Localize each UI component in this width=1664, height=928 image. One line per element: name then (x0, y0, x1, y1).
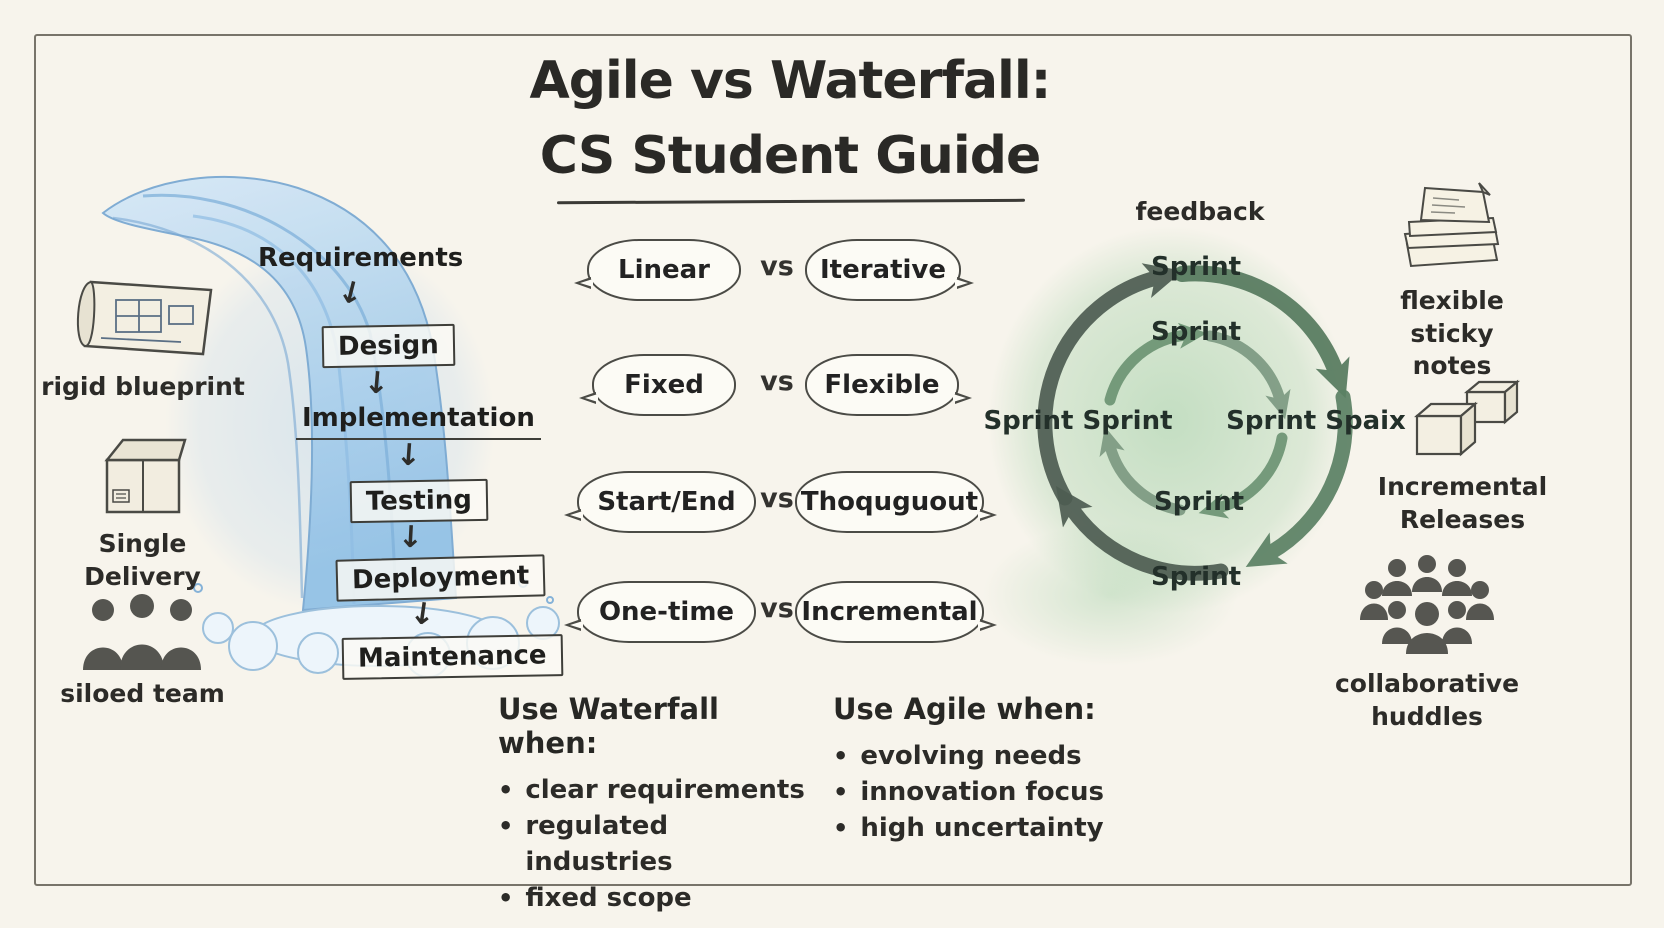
sprint-label-inner-bottom: Sprint (1153, 487, 1245, 517)
package-label: Single Delivery (84, 529, 201, 591)
stage-deployment: Deployment (335, 554, 546, 602)
bubble-start-end: Start/End (564, 471, 756, 533)
flow-arrow-icon: ↓ (394, 437, 423, 474)
bubble-throughout: Thoquguout (795, 471, 997, 533)
agile-icon-huddle: collaborative huddles (1335, 552, 1519, 733)
huddle-label: collaborative huddles (1334, 669, 1520, 731)
bubble-text: Flexible (824, 370, 940, 400)
list-item-text: fixed scope (525, 883, 692, 913)
agile-icon-sticky-notes: flexible sticky notes (1372, 182, 1532, 383)
stage-testing: Testing (349, 478, 489, 524)
blueprint-icon (76, 280, 212, 356)
stage-requirements: Requirements (258, 243, 464, 273)
stage-maintenance: Maintenance (341, 634, 563, 680)
list-item: • clear requirements (498, 772, 808, 808)
feedback-label: feedback (1135, 197, 1265, 226)
bullet-icon: • (498, 776, 514, 804)
sprint-label-inner-top: Sprint (1150, 317, 1242, 347)
bubble-linear: Linear (574, 239, 741, 301)
list-item-text: evolving needs (860, 741, 1082, 771)
sprint-label-bottom: Sprint (1150, 562, 1242, 592)
stage-design: Design (321, 323, 456, 369)
agile-cycle-illustration (1037, 263, 1353, 581)
bubble-text: Fixed (624, 370, 704, 400)
vs-label: vs (760, 483, 794, 514)
vs-label: vs (760, 593, 794, 624)
title-line-2: CS Student Guide (539, 126, 1042, 187)
list-item: • innovation focus (833, 774, 1133, 810)
list-item: • fixed scope (498, 880, 808, 916)
agile-when-heading: Use Agile when: (833, 692, 1096, 726)
waterfall-icon-blueprint: rigid blueprint (38, 268, 248, 404)
flow-arrow-icon: ↓ (397, 519, 425, 556)
bubble-text: Incremental (801, 597, 978, 627)
bubble-text: Linear (618, 255, 710, 285)
bubble-text: Iterative (819, 255, 947, 285)
vs-label: vs (760, 366, 794, 397)
list-item-text: regulated industries (525, 811, 673, 877)
bubble-incremental: Incremental (795, 581, 997, 643)
bubble-text: Start/End (597, 487, 736, 517)
sprint-label-left-pair: Sprint Sprint (983, 406, 1173, 436)
list-item-text: high uncertainty (860, 813, 1104, 843)
title-line-1: Agile vs Waterfall: (529, 51, 1052, 111)
bullet-icon: • (498, 884, 514, 912)
bullet-icon: • (833, 778, 849, 806)
vs-label: vs (760, 251, 794, 282)
sprint-label-top: Sprint (1150, 252, 1242, 282)
waterfall-icon-package: Single Delivery (55, 428, 230, 593)
list-item: • high uncertainty (833, 810, 1133, 846)
sprint-label-right-pair: Sprint Spaix (1226, 406, 1406, 436)
waterfall-when-list: Use Waterfall when: • clear requirements… (498, 692, 808, 916)
title-underline (556, 198, 1026, 205)
team-icon (83, 594, 201, 670)
bullet-icon: • (498, 812, 514, 840)
package-icon (103, 438, 187, 514)
bubble-iterative: Iterative (805, 239, 974, 301)
agile-when-list: Use Agile when: • evolving needs • innov… (833, 692, 1133, 846)
blueprint-label: rigid blueprint (41, 372, 245, 401)
releases-label: Incremental Releases (1377, 472, 1548, 534)
bubble-flexible: Flexible (805, 354, 972, 416)
waterfall-when-heading: Use Waterfall when: (498, 692, 719, 760)
huddle-icon (1360, 555, 1494, 654)
list-item-text: clear requirements (525, 775, 805, 805)
sticky-notes-label: flexible sticky notes (1400, 286, 1504, 380)
bubble-one-time: One-time (564, 581, 756, 643)
flow-arrow-icon: ↓ (407, 595, 438, 634)
boxes-icon (1414, 379, 1520, 457)
list-item: • regulated industries (498, 808, 808, 880)
waterfall-icon-team: siloed team (50, 592, 235, 711)
bullet-icon: • (833, 814, 849, 842)
agile-icon-releases: Incremental Releases (1378, 378, 1547, 536)
stage-implementation: Implementation (296, 403, 541, 440)
flow-arrow-icon: ↓ (362, 364, 391, 403)
bullet-icon: • (833, 742, 849, 770)
list-item: • evolving needs (833, 738, 1133, 774)
bubble-text: One-time (598, 597, 735, 627)
list-item-text: innovation focus (860, 777, 1104, 807)
team-label: siloed team (60, 679, 225, 708)
bubble-fixed: Fixed (579, 354, 736, 416)
page-title: Agile vs Waterfall: CS Student Guide (440, 44, 1140, 195)
bubble-text: Thoquguout (800, 487, 979, 517)
sticky-notes-icon (1403, 182, 1499, 268)
